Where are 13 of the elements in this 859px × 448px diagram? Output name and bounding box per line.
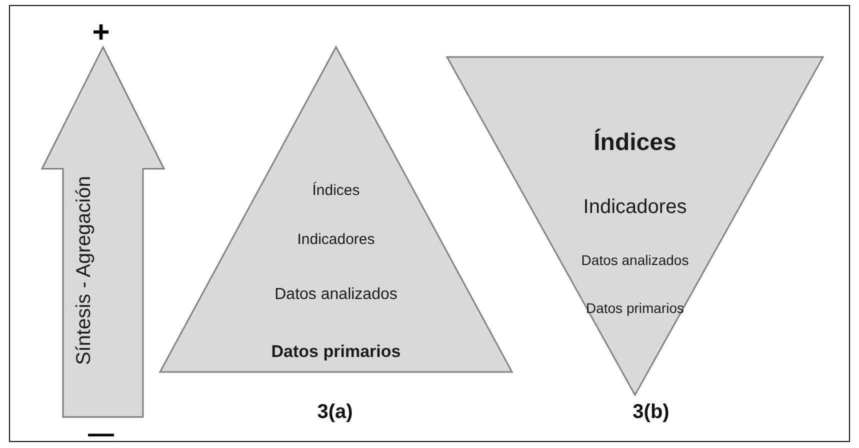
level-label: Indicadores xyxy=(297,232,375,247)
level-label: Datos primarios xyxy=(271,343,401,360)
figure-label: 3(b) xyxy=(632,401,670,424)
level-label: Indicadores xyxy=(583,197,687,217)
axis-label: Síntesis - Agregación xyxy=(74,176,94,365)
level-label: Índices xyxy=(594,131,676,155)
sign-label: — xyxy=(88,420,114,446)
level-label: Índices xyxy=(312,183,360,198)
sign-label: + xyxy=(92,18,110,48)
level-label: Datos analizados xyxy=(581,253,689,267)
level-label: Datos primarios xyxy=(586,301,684,315)
figure-label: 3(a) xyxy=(317,401,353,424)
level-label: Datos analizados xyxy=(274,287,398,303)
